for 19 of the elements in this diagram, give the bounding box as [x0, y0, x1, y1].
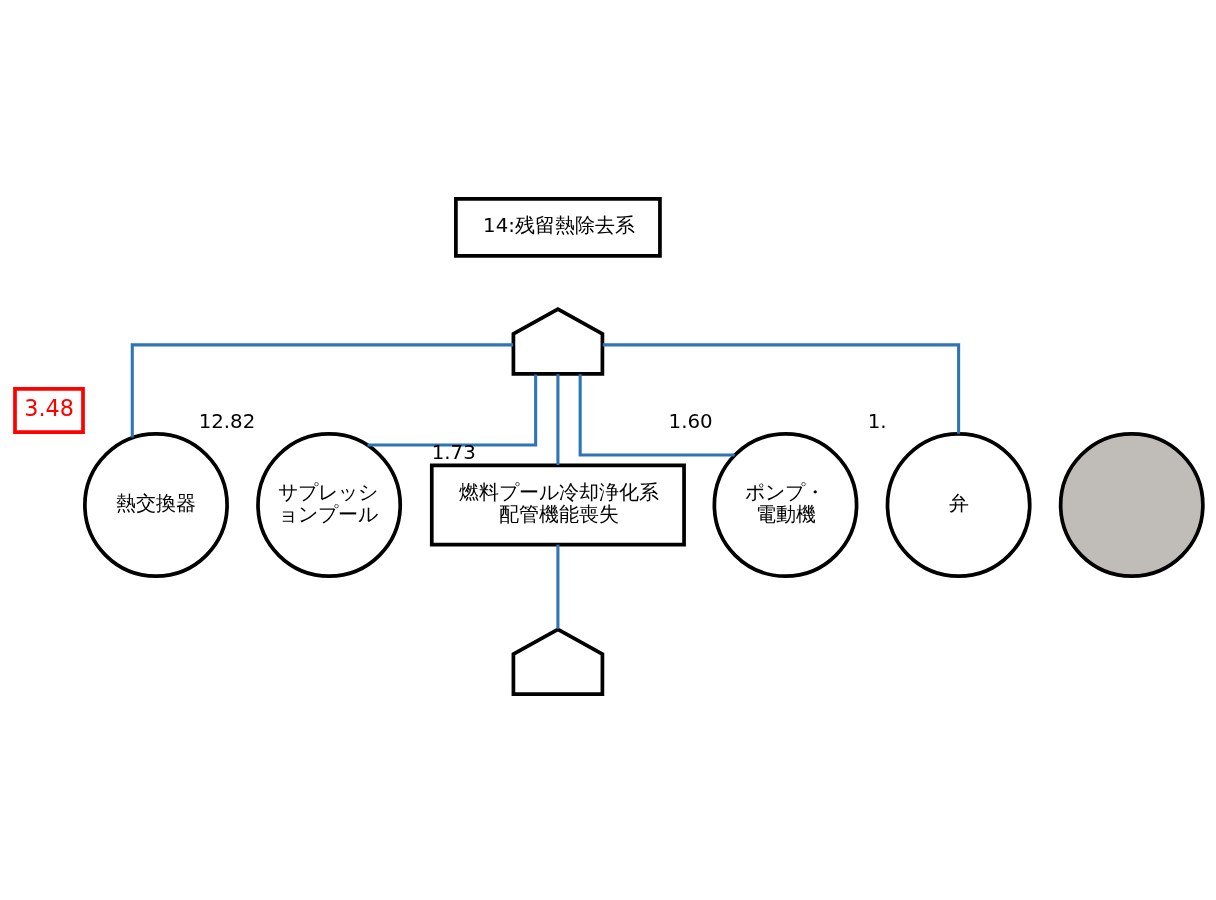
node-label: 1.73	[431, 441, 476, 465]
connector	[556, 374, 560, 465]
connector	[130, 343, 514, 438]
node-label: 12.82	[198, 409, 256, 433]
node-box: 燃料プール冷却浄化系配管機能喪失	[429, 463, 686, 547]
node-label: 3.48	[24, 394, 74, 421]
connector	[578, 374, 735, 457]
node-circle: 弁	[885, 432, 1032, 578]
connector	[602, 343, 961, 434]
node-circle: ポンプ・電動機	[712, 432, 859, 578]
connector	[367, 374, 538, 447]
node-label: 1.	[867, 409, 887, 433]
node-circle	[1058, 432, 1205, 578]
node-circle: サプレッションプール	[256, 432, 403, 578]
node-box: 14:残留熱除去系	[454, 197, 662, 258]
node-label: 1.60	[668, 409, 713, 433]
node-gate	[511, 306, 605, 376]
connector	[556, 544, 560, 629]
node-gate	[511, 627, 605, 697]
